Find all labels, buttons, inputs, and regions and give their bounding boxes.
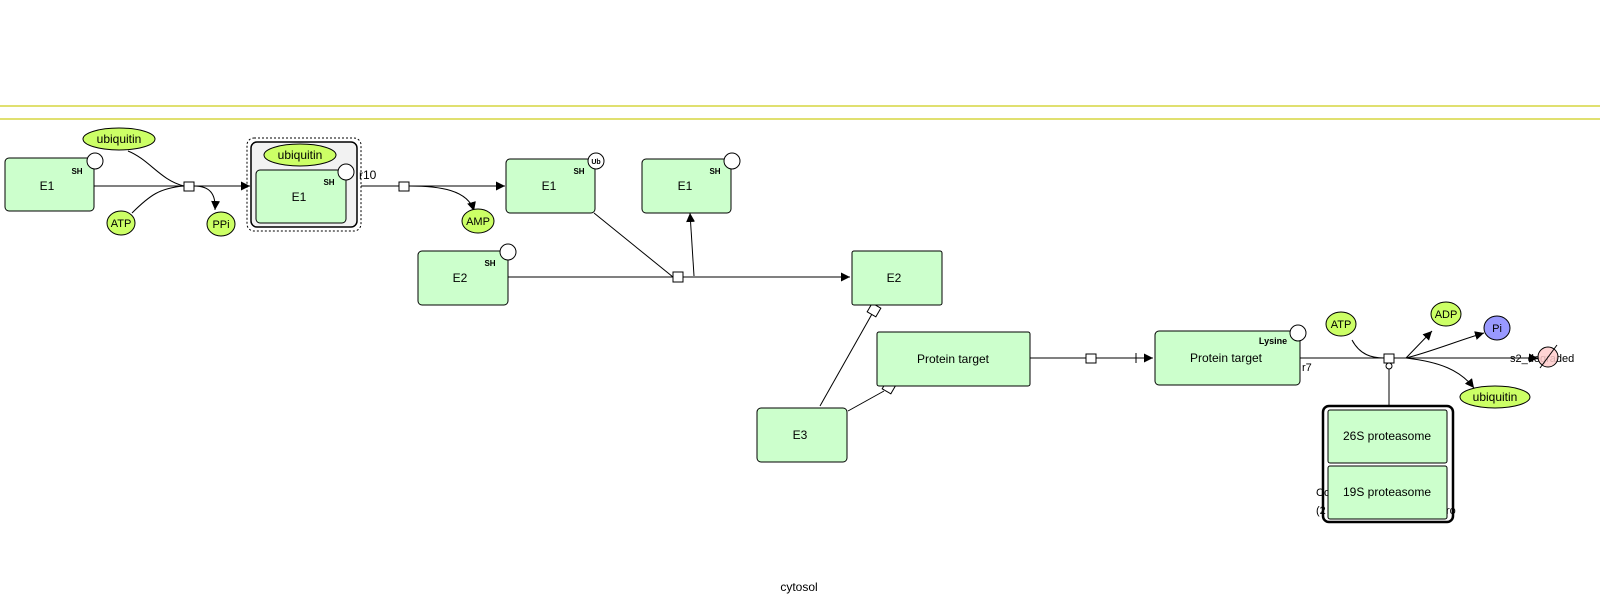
e1-free-label: E1 bbox=[40, 179, 55, 193]
e1-free-state-circle bbox=[86, 152, 104, 170]
edge-r7-to-ubiquitin bbox=[1405, 357, 1475, 389]
e1-free-residue: SH bbox=[71, 167, 82, 176]
e1-released-residue: SH bbox=[709, 167, 720, 176]
compartment-label: cytosol bbox=[780, 580, 817, 594]
pi-label: Pi bbox=[1492, 323, 1502, 335]
complex-e1-state-circle bbox=[337, 163, 355, 181]
e2-free-node[interactable]: E2 SH bbox=[417, 243, 517, 306]
complex-e1-label: E1 bbox=[292, 190, 307, 204]
ubiquitin-in-label: ubiquitin bbox=[97, 132, 142, 146]
reaction-r3[interactable] bbox=[672, 271, 684, 283]
degraded-slash bbox=[1539, 344, 1558, 369]
complex-ub-e1-node[interactable]: ubiquitin E1 SH bbox=[246, 137, 362, 232]
e2-charged-node[interactable]: E2 bbox=[851, 250, 943, 306]
e1-ub-node[interactable]: E1 SH Ub bbox=[505, 152, 605, 214]
edge-atp-to-r7 bbox=[1351, 339, 1385, 359]
edges bbox=[94, 150, 1538, 412]
amp-node[interactable]: AMP bbox=[461, 208, 495, 234]
edge-e3-to-e2 bbox=[819, 313, 873, 407]
edge-r3-to-e1 bbox=[686, 212, 696, 277]
e2-free-residue: SH bbox=[484, 259, 495, 268]
e1-released-state-circle bbox=[723, 152, 741, 170]
ubiquitin-out-node[interactable]: ubiquitin bbox=[1459, 385, 1531, 409]
reaction-r6[interactable] bbox=[1085, 353, 1097, 364]
proteasome-26s-node[interactable] bbox=[1327, 409, 1448, 464]
complex-e1-residue: SH bbox=[323, 178, 334, 187]
protein-target-2-residue: Lysine bbox=[1259, 336, 1287, 346]
reaction-r7[interactable] bbox=[1383, 353, 1395, 364]
e1-released-node[interactable]: E1 SH bbox=[641, 152, 741, 214]
e1-ub-residue: SH bbox=[573, 167, 584, 176]
protein-target-1-label: Protein target bbox=[917, 352, 990, 366]
ubiquitin-out-label: ubiquitin bbox=[1473, 390, 1518, 404]
reaction-r1[interactable] bbox=[183, 181, 195, 192]
protein-target-2-state-circle bbox=[1289, 324, 1307, 342]
ppi-label: PPi bbox=[212, 219, 229, 231]
e3-node[interactable]: E3 bbox=[756, 407, 848, 463]
edge-r1-to-ppi bbox=[193, 185, 221, 211]
proteasome-complex-fragment-2: (2 bbox=[1316, 505, 1326, 517]
e1-ub-modification: Ub bbox=[591, 159, 600, 166]
reaction-r10-label: r10 bbox=[359, 168, 377, 182]
e1-ub-state-circle bbox=[587, 152, 605, 170]
catalysis-circle bbox=[1385, 362, 1393, 370]
degraded-node[interactable]: s2_degraded bbox=[1510, 344, 1574, 369]
e2-free-label: E2 bbox=[453, 271, 468, 285]
edge-r10-to-amp bbox=[408, 185, 476, 212]
edge-e1ub-to-r3 bbox=[593, 212, 674, 278]
e1-released-label: E1 bbox=[678, 179, 693, 193]
adp-label: ADP bbox=[1435, 309, 1458, 321]
e2-free-state-circle bbox=[499, 243, 517, 261]
complex-ubiquitin-label: ubiquitin bbox=[278, 148, 323, 162]
proteasome-19s-label: 19S proteasome bbox=[1343, 485, 1431, 499]
edge-ubiquitin-to-r1 bbox=[127, 150, 185, 187]
atp-2-node[interactable]: ATP bbox=[1325, 311, 1357, 337]
e3-label: E3 bbox=[793, 428, 808, 442]
e1-ub-label: E1 bbox=[542, 179, 557, 193]
compartment-border bbox=[0, 105, 1600, 120]
edge-e3-to-protein bbox=[847, 390, 885, 412]
proteasome-26s-label: 26S proteasome bbox=[1343, 429, 1431, 443]
ubiquitin-in-node[interactable]: ubiquitin bbox=[82, 127, 156, 151]
proteasome-complex-fragment-3: ro bbox=[1446, 505, 1456, 517]
atp-1-node[interactable]: ATP bbox=[106, 210, 136, 236]
edge-r7-to-pi bbox=[1405, 331, 1485, 359]
atp-1-label: ATP bbox=[111, 218, 132, 230]
reaction-r10[interactable] bbox=[398, 181, 410, 192]
reaction-r7-label: r7 bbox=[1302, 362, 1312, 374]
protein-target-2-label: Protein target bbox=[1190, 351, 1263, 365]
amp-label: AMP bbox=[466, 216, 490, 228]
e1-free-node[interactable]: E1 SH bbox=[4, 152, 104, 212]
protein-target-2-node[interactable]: Protein target Lysine bbox=[1154, 324, 1307, 386]
e2-charged-label: E2 bbox=[887, 271, 902, 285]
edge-atp-to-r1 bbox=[131, 185, 185, 214]
edge-r7-to-adp bbox=[1405, 330, 1433, 359]
atp-2-label: ATP bbox=[1331, 319, 1352, 331]
proteasome-complex-node[interactable]: Co (2 ro 26S proteasome 19S proteasome bbox=[1316, 404, 1456, 524]
adp-node[interactable]: ADP bbox=[1430, 301, 1462, 327]
ppi-node[interactable]: PPi bbox=[206, 211, 236, 237]
pi-node[interactable]: Pi bbox=[1483, 315, 1511, 341]
catalysis-port-e2 bbox=[866, 302, 882, 318]
protein-target-1-node[interactable]: Protein target bbox=[876, 331, 1031, 387]
proteasome-19s-node[interactable] bbox=[1327, 465, 1448, 520]
